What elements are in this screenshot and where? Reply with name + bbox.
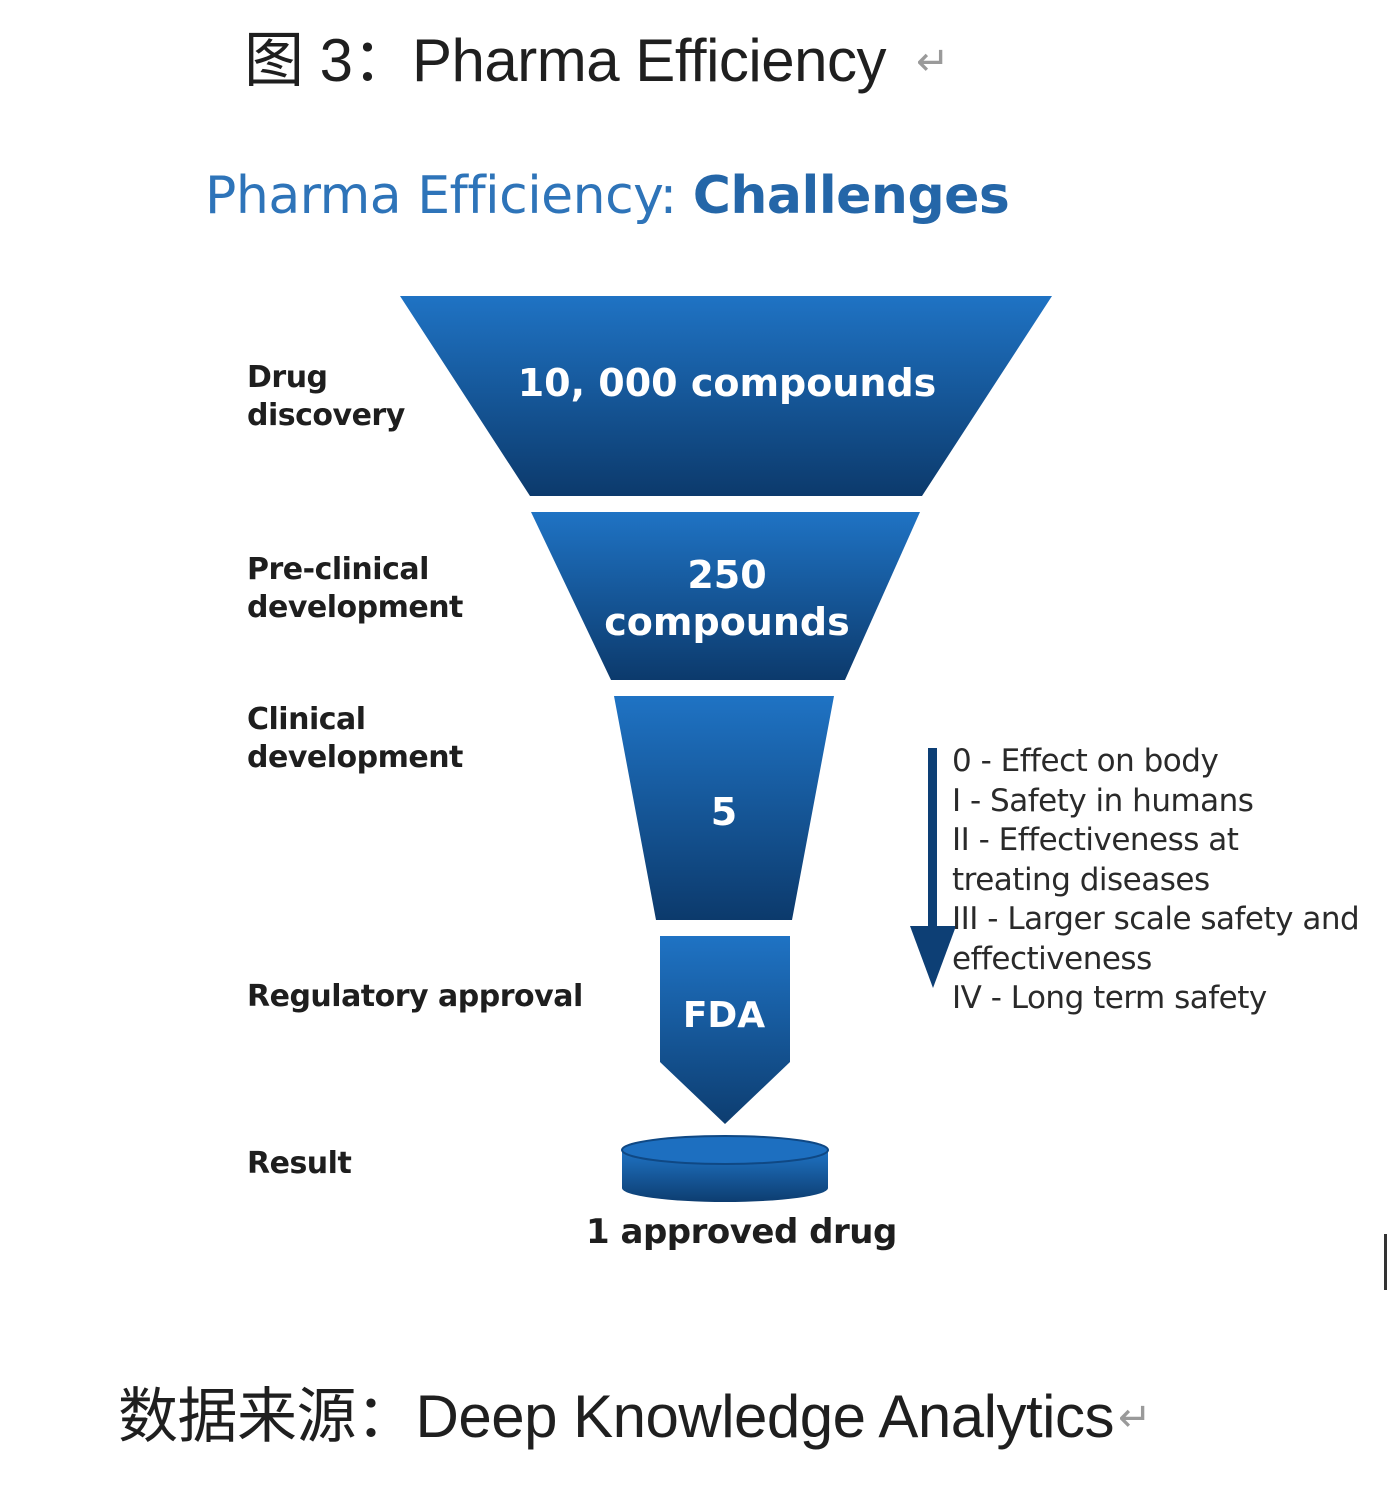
- stage-label-line: development: [247, 740, 463, 775]
- diagram-title-light: Pharma Efficiency:: [205, 166, 693, 226]
- funnel-text-fda: FDA: [683, 995, 765, 1036]
- figure-caption-text: 图 3：Pharma Efficiency: [244, 27, 886, 94]
- down-arrow-icon: [910, 748, 956, 988]
- result-disc-icon: [621, 1135, 829, 1202]
- stage-label-line: Result: [247, 1146, 352, 1181]
- stage-label-drug-discovery: Drug discovery: [247, 359, 405, 435]
- figure-caption: 图 3：Pharma Efficiency ↵: [244, 12, 950, 99]
- source-text: 数据来源：Deep Knowledge Analytics: [118, 1383, 1114, 1450]
- clinical-phase-list: 0 - Effect on body I - Safety in humans …: [952, 742, 1362, 1019]
- stage-label-result: Result: [247, 1145, 352, 1183]
- funnel-text-drug-discovery: 10, 000 compounds: [518, 361, 937, 405]
- stage-label-clinical: Clinical development: [247, 701, 463, 777]
- stage-label-line: Pre-clinical: [247, 552, 429, 587]
- diagram-title-bold: Challenges: [692, 166, 1010, 226]
- source-line: 数据来源：Deep Knowledge Analytics↵: [118, 1368, 1151, 1455]
- funnel-text-preclinical-line1: 250: [687, 553, 766, 597]
- phase-item: III - Larger scale safety and effectiven…: [952, 901, 1360, 977]
- phase-item: 0 - Effect on body: [952, 743, 1219, 779]
- diagram-title: Pharma Efficiency: Challenges: [205, 166, 1010, 226]
- funnel-stage-preclinical: [531, 512, 920, 680]
- funnel-stage-drug-discovery: [400, 296, 1052, 496]
- funnel-stage-fda: [660, 936, 790, 1124]
- funnel-text-preclinical-line2: compounds: [604, 600, 849, 644]
- phase-item: II - Effectiveness at treating diseases: [952, 822, 1239, 898]
- return-mark-icon: ↵: [1117, 1396, 1152, 1440]
- return-mark-icon: ↵: [915, 40, 950, 84]
- stage-label-preclinical: Pre-clinical development: [247, 551, 463, 627]
- stage-label-line: Regulatory approval: [247, 979, 583, 1014]
- stage-label-line: development: [247, 590, 463, 625]
- phase-item: I - Safety in humans: [952, 782, 1254, 819]
- result-approved-drug: 1 approved drug: [586, 1212, 897, 1252]
- text-cursor-icon: [1384, 1234, 1387, 1290]
- funnel-text-clinical: 5: [711, 790, 737, 834]
- stage-label-line: Clinical: [247, 702, 366, 737]
- phase-item: IV - Long term safety: [952, 980, 1267, 1016]
- funnel-stage-clinical: [614, 696, 834, 920]
- stage-label-line: Drug: [247, 360, 328, 395]
- stage-label-line: discovery: [247, 398, 405, 433]
- stage-label-regulatory: Regulatory approval: [247, 978, 583, 1016]
